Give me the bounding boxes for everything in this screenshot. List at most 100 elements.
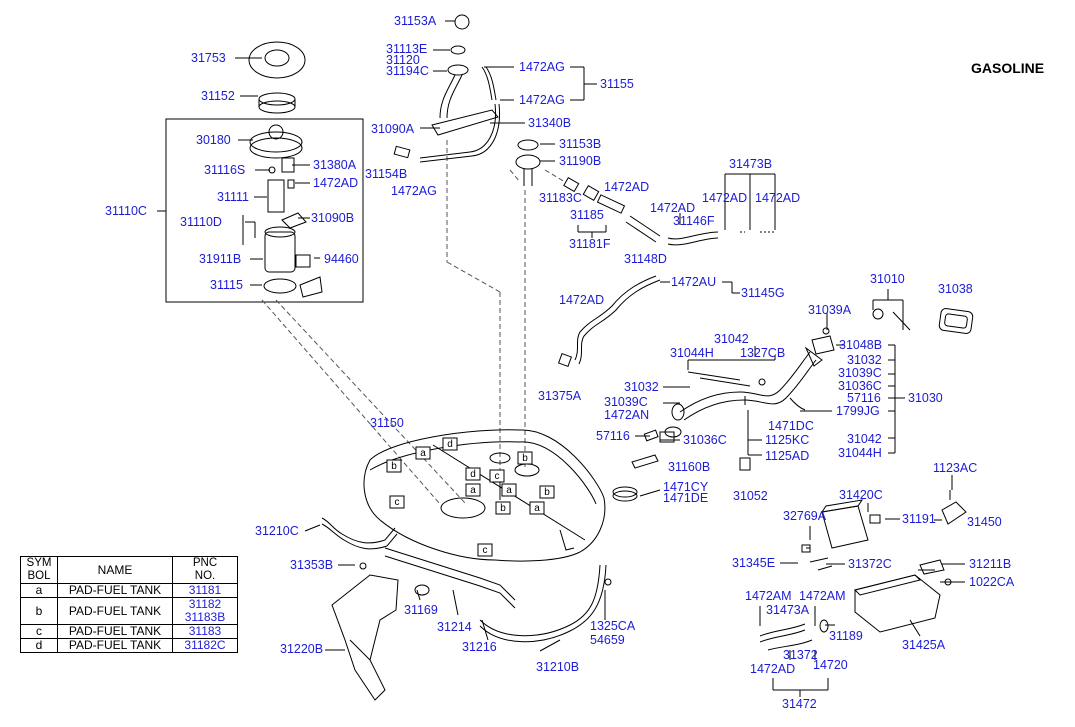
part-label-54659[interactable]: 54659 [590, 633, 625, 647]
part-label-57116[interactable]: 57116 [596, 429, 630, 443]
part-label-31210C[interactable]: 31210C [255, 524, 299, 538]
part-label-31032[interactable]: 31032 [624, 380, 659, 394]
part-label-1325CA[interactable]: 1325CA [590, 619, 636, 633]
part-label-31194C[interactable]: 31194C [386, 64, 429, 78]
part-label-31152[interactable]: 31152 [201, 89, 235, 103]
part-label-31189[interactable]: 31189 [829, 629, 863, 643]
part-label-31380A[interactable]: 31380A [313, 158, 357, 172]
part-label-31473A[interactable]: 31473A [766, 603, 810, 617]
part-label-31044H[interactable]: 31044H [838, 446, 882, 460]
part-label-1123AC[interactable]: 1123AC [933, 461, 978, 475]
part-label-1799JG[interactable]: 1799JG [836, 404, 880, 418]
part-label-31190B[interactable]: 31190B [559, 154, 602, 168]
part-label-31211B[interactable]: 31211B [969, 557, 1012, 571]
part-label-31185[interactable]: 31185 [570, 208, 604, 222]
part-label-31110D[interactable]: 31110D [180, 215, 222, 229]
part-label-31150[interactable]: 31150 [370, 416, 404, 430]
part-label-1472AD[interactable]: 1472AD [650, 201, 696, 215]
part-label-31120[interactable]: 31120 [386, 53, 420, 67]
part-label-32769A[interactable]: 32769A [783, 509, 827, 523]
part-label-1327CB[interactable]: 1327CB [740, 346, 786, 360]
part-label-31181F[interactable]: 31181F [569, 237, 611, 251]
part-label-31030[interactable]: 31030 [908, 391, 943, 405]
part-label-31372[interactable]: 31372 [783, 648, 818, 662]
part-label-1472AD[interactable]: 1472AD [702, 191, 748, 205]
part-label-31153B[interactable]: 31153B [559, 137, 602, 151]
part-label-31911B[interactable]: 31911B [199, 252, 242, 266]
part-label-31010[interactable]: 31010 [870, 272, 905, 286]
part-label-1472AD[interactable]: 1472AD [750, 662, 796, 676]
part-label-31090A[interactable]: 31090A [371, 122, 415, 136]
part-label-31169[interactable]: 31169 [404, 603, 438, 617]
part-label-31042[interactable]: 31042 [847, 432, 882, 446]
part-label-1472AM[interactable]: 1472AM [745, 589, 792, 603]
part-label-31353B[interactable]: 31353B [290, 558, 334, 572]
part-label-31154B[interactable]: 31154B [365, 167, 408, 181]
part-label-31090B[interactable]: 31090B [311, 211, 355, 225]
part-label-31153A[interactable]: 31153A [394, 14, 437, 28]
part-label-31038[interactable]: 31038 [938, 282, 973, 296]
part-label-31375A[interactable]: 31375A [538, 389, 582, 403]
part-label-31420C[interactable]: 31420C [839, 488, 883, 502]
part-label-94460[interactable]: 94460 [324, 252, 359, 266]
part-label-1472AD[interactable]: 1472AD [755, 191, 801, 205]
part-label-31473B[interactable]: 31473B [729, 157, 773, 171]
part-label-31145G[interactable]: 31145G [741, 286, 785, 300]
part-label-31220B[interactable]: 31220B [280, 642, 324, 656]
part-label-31160B[interactable]: 31160B [668, 460, 711, 474]
part-label-31340B[interactable]: 31340B [528, 116, 572, 130]
part-label-31450[interactable]: 31450 [967, 515, 1002, 529]
part-label-1471CY[interactable]: 1471CY [663, 480, 709, 494]
part-label-31110C[interactable]: 31110C [105, 204, 147, 218]
table-cell-pnc[interactable]: 31181 [172, 583, 238, 598]
part-label-1472AG[interactable]: 1472AG [519, 93, 565, 107]
part-label-14720[interactable]: 14720 [813, 658, 848, 672]
part-label-31048B[interactable]: 31048B [839, 338, 883, 352]
part-label-31472[interactable]: 31472 [782, 697, 817, 711]
part-label-57116[interactable]: 57116 [847, 391, 881, 405]
part-label-1472AD[interactable]: 1472AD [313, 176, 359, 190]
part-label-30180[interactable]: 30180 [196, 133, 231, 147]
part-label-1472AG[interactable]: 1472AG [391, 184, 437, 198]
table-cell-pnc[interactable]: 31183 [172, 624, 238, 639]
part-label-31191[interactable]: 31191 [902, 512, 936, 526]
part-label-31372C[interactable]: 31372C [848, 557, 892, 571]
part-label-31210B[interactable]: 31210B [536, 660, 580, 674]
part-label-31425A[interactable]: 31425A [902, 638, 946, 652]
part-label-31214[interactable]: 31214 [437, 620, 472, 634]
part-label-1472AG[interactable]: 1472AG [519, 60, 565, 74]
part-label-31111[interactable]: 31111 [217, 190, 249, 204]
part-label-1471DC[interactable]: 1471DC [768, 419, 814, 433]
part-label-31216[interactable]: 31216 [462, 640, 497, 654]
part-label-1022CA[interactable]: 1022CA [969, 575, 1015, 589]
part-label-31032[interactable]: 31032 [847, 353, 882, 367]
part-label-31116S[interactable]: 31116S [204, 163, 246, 177]
part-label-31042[interactable]: 31042 [714, 332, 749, 346]
part-label-31052[interactable]: 31052 [733, 489, 768, 503]
part-label-31113E[interactable]: 31113E [386, 42, 428, 56]
table-cell-pnc[interactable]: 31182C [172, 638, 238, 653]
part-label-31036C[interactable]: 31036C [683, 433, 727, 447]
part-label-31039A[interactable]: 31039A [808, 303, 852, 317]
part-label-1472AU[interactable]: 1472AU [671, 275, 717, 289]
part-label-31155[interactable]: 31155 [600, 77, 634, 91]
part-label-1472AN[interactable]: 1472AN [604, 408, 650, 422]
part-label-31115[interactable]: 31115 [210, 278, 243, 292]
part-label-31183C[interactable]: 31183C [539, 191, 582, 205]
part-label-1472AD[interactable]: 1472AD [604, 180, 650, 194]
part-label-31148D[interactable]: 31148D [624, 252, 667, 266]
part-label-31146F[interactable]: 31146F [673, 214, 715, 228]
part-label-1472AM[interactable]: 1472AM [799, 589, 846, 603]
part-label-1125AD[interactable]: 1125AD [765, 449, 810, 463]
table-cell-pnc[interactable]: 31182 31183B [172, 597, 238, 625]
part-label-31039C[interactable]: 31039C [604, 395, 648, 409]
part-label-31036C[interactable]: 31036C [838, 379, 882, 393]
part-label-1472AD[interactable]: 1472AD [559, 293, 605, 307]
part-label-31039C[interactable]: 31039C [838, 366, 882, 380]
part-label-31345E[interactable]: 31345E [732, 556, 776, 570]
part-label-31753[interactable]: 31753 [191, 51, 226, 65]
table-cell-sym: a [20, 583, 58, 598]
part-label-1471DE[interactable]: 1471DE [663, 491, 709, 505]
part-label-1125KC[interactable]: 1125KC [765, 433, 810, 447]
part-label-31044H[interactable]: 31044H [670, 346, 714, 360]
